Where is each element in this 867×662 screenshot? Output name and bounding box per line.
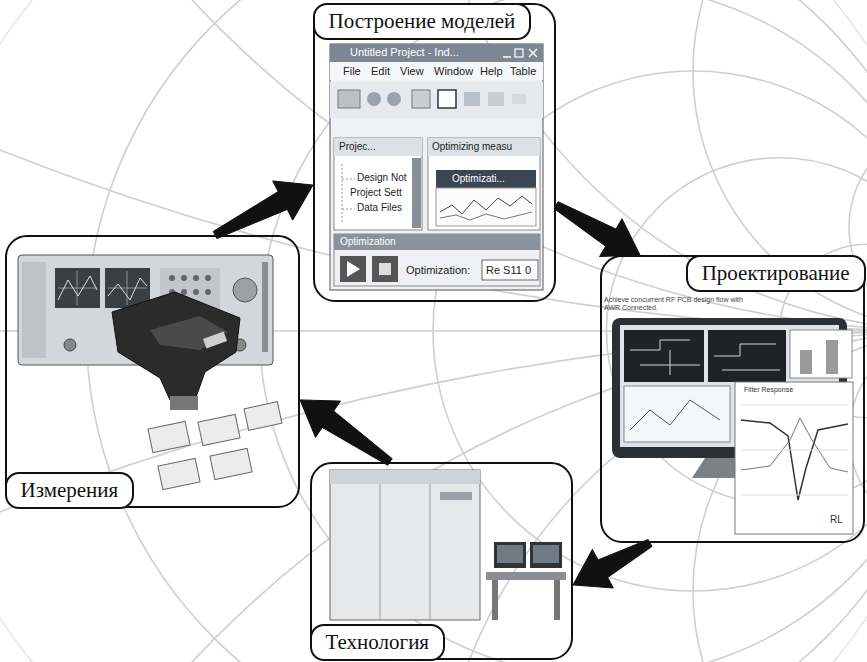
test-chips [148,402,282,490]
screenshot-text: Project Sett [350,187,402,199]
screenshot-text: Re S11 0 [486,264,531,277]
screenshot-text: Design Not [357,172,406,184]
screenshot-text: Edit [371,65,390,78]
screenshot-text: Optimization: [406,264,470,277]
stage-box: Измерения [5,235,300,508]
screenshot-text: Data Files [357,202,402,214]
screenshot-text: Projec... [339,141,376,153]
screenshot-text: Untitled Project - Ind... [350,46,459,59]
filter-response-plot [735,382,853,534]
screenshot-text: Table [510,65,536,78]
stage-heading: Технология [310,624,446,661]
stage-heading: Проектирование [686,255,866,292]
software-screenshot [330,44,543,290]
screenshot-text: Optimizati... [452,173,505,185]
flow-arrow [573,539,652,588]
screenshot-text: Filter Response [744,386,793,394]
stage-heading: Построение моделей [313,3,532,40]
screenshot-text: Optimization [340,236,396,248]
screenshot-text: RL [830,514,843,526]
lithography-system [330,470,566,620]
flow-arrow [213,181,313,239]
screenshot-text: Achieve concurrent RF PCB design flow wi… [604,296,754,312]
probe-station [112,292,240,410]
stage-box: Технология [310,462,573,660]
screenshot-text: Optimizing measu [432,141,512,153]
stage-heading: Измерения [5,472,135,509]
screenshot-text: Window [434,65,473,78]
screenshot-text: Help [480,65,503,78]
flow-arrow [554,202,640,257]
flow-arrow [300,400,392,465]
screenshot-text: View [400,65,424,78]
screenshot-text: File [343,65,361,78]
